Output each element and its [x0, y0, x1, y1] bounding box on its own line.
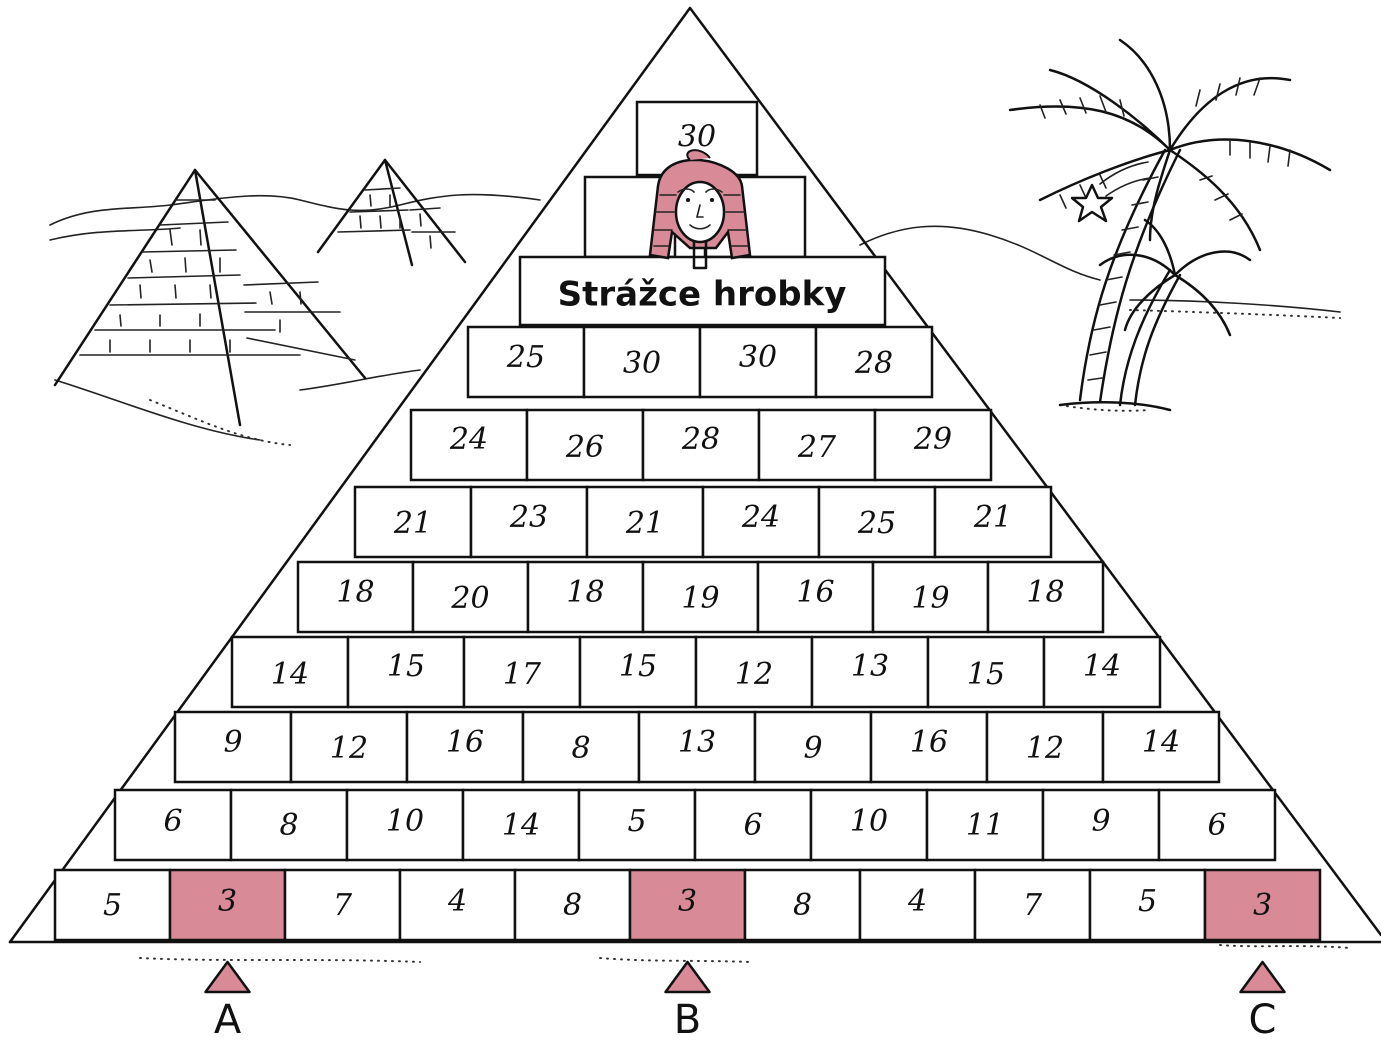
- brick-r8-c3-value: 7: [333, 888, 353, 923]
- entrance-marker-icon: [666, 962, 710, 992]
- brick-r2-c3-value: 28: [681, 422, 720, 457]
- brick-r2-c5-value: 29: [913, 422, 952, 457]
- brick-r8-c4-value: 4: [447, 884, 467, 919]
- brick-r8-c7-value: 8: [793, 888, 812, 923]
- brick-r7-c8-value: 11: [966, 808, 1004, 843]
- brick-r6-c1-value: 9: [223, 725, 242, 760]
- brick-r8-c9-value: 7: [1023, 888, 1043, 923]
- brick-r3-c3-value: 21: [625, 506, 664, 541]
- brick-r1-c3-value: 30: [739, 340, 777, 375]
- brick-r3-c6-value: 21: [973, 500, 1012, 535]
- brick-r7-c3-value: 10: [386, 804, 424, 839]
- brick-r8-c8-value: 4: [907, 884, 927, 919]
- brick-r8-c5-value: 8: [563, 888, 582, 923]
- palm-tree-icon: [1010, 40, 1330, 410]
- brick-r8-c11-value: 3: [1253, 888, 1272, 923]
- brick-r4-c5-value: 16: [796, 575, 834, 610]
- entrance-label: A: [214, 997, 242, 1043]
- brick-r4-c3-value: 18: [566, 575, 604, 610]
- brick-r1-c2-value: 30: [623, 346, 661, 381]
- brick-r7-c10-value: 6: [1207, 808, 1226, 843]
- brick-r7-c9-value: 9: [1091, 804, 1110, 839]
- brick-r6-c2-value: 12: [330, 731, 368, 766]
- brick-r6-c8-value: 12: [1026, 731, 1064, 766]
- brick-r6-c4-value: 8: [571, 731, 590, 766]
- back-pyramid-right: [318, 160, 465, 265]
- brick-r4-c4-value: 19: [681, 581, 719, 616]
- brick-r6-c5-value: 13: [678, 725, 716, 760]
- entrance-markers: A B C: [206, 962, 1285, 1043]
- brick-r5-c5-value: 12: [735, 657, 773, 692]
- brick-r3-c2-value: 23: [509, 500, 548, 535]
- brick-r5-c1-value: 14: [271, 657, 309, 692]
- brick-r7-c1-value: 6: [163, 804, 182, 839]
- entrance-label: B: [674, 997, 701, 1043]
- brick-r6-c3-value: 16: [446, 725, 484, 760]
- brick-r7-c2-value: 8: [279, 808, 298, 843]
- brick-r3-c5-value: 25: [857, 506, 896, 541]
- brick-r7-c4-value: 14: [502, 808, 540, 843]
- entrance-marker-icon: [1241, 962, 1285, 992]
- brick-r3-c1-value: 21: [393, 506, 432, 541]
- page-title: Strážce hrobky: [558, 275, 847, 315]
- brick-r8-c1-value: 5: [103, 888, 122, 923]
- brick-r1-c4-value: 28: [854, 346, 893, 381]
- brick-r7-c7-value: 10: [850, 804, 888, 839]
- brick-r5-c7-value: 15: [967, 657, 1005, 692]
- brick-r7-c5-value: 5: [627, 804, 646, 839]
- brick-r4-c6-value: 19: [911, 581, 949, 616]
- brick-r2-c1-value: 24: [449, 422, 488, 457]
- brick-r2-c2-value: 26: [565, 430, 604, 465]
- top-brick-value: 30: [678, 120, 716, 155]
- brick-r1-c1-value: 25: [506, 340, 545, 375]
- brick-r8-c2-value: 3: [218, 884, 237, 919]
- brick-r5-c3-value: 17: [503, 657, 542, 692]
- brick-r5-c2-value: 15: [387, 649, 425, 684]
- brick-r5-c8-value: 14: [1083, 649, 1121, 684]
- brick-r5-c6-value: 13: [851, 649, 889, 684]
- brick-r4-c2-value: 20: [450, 581, 489, 616]
- brick-r3-c4-value: 24: [741, 500, 780, 535]
- brick-r6-c7-value: 16: [910, 725, 948, 760]
- brick-r6-c9-value: 14: [1142, 725, 1180, 760]
- brick-r5-c4-value: 15: [619, 649, 657, 684]
- brick-r2-c4-value: 27: [797, 430, 837, 465]
- brick-r7-c6-value: 6: [743, 808, 762, 843]
- entrance-marker-icon: [206, 962, 250, 992]
- brick-r6-c6-value: 9: [803, 731, 822, 766]
- brick-r4-c7-value: 18: [1026, 575, 1064, 610]
- entrance-label: C: [1249, 997, 1277, 1043]
- brick-r4-c1-value: 18: [336, 575, 374, 610]
- brick-r8-c6-value: 3: [678, 884, 697, 919]
- brick-r8-c10-value: 5: [1138, 884, 1157, 919]
